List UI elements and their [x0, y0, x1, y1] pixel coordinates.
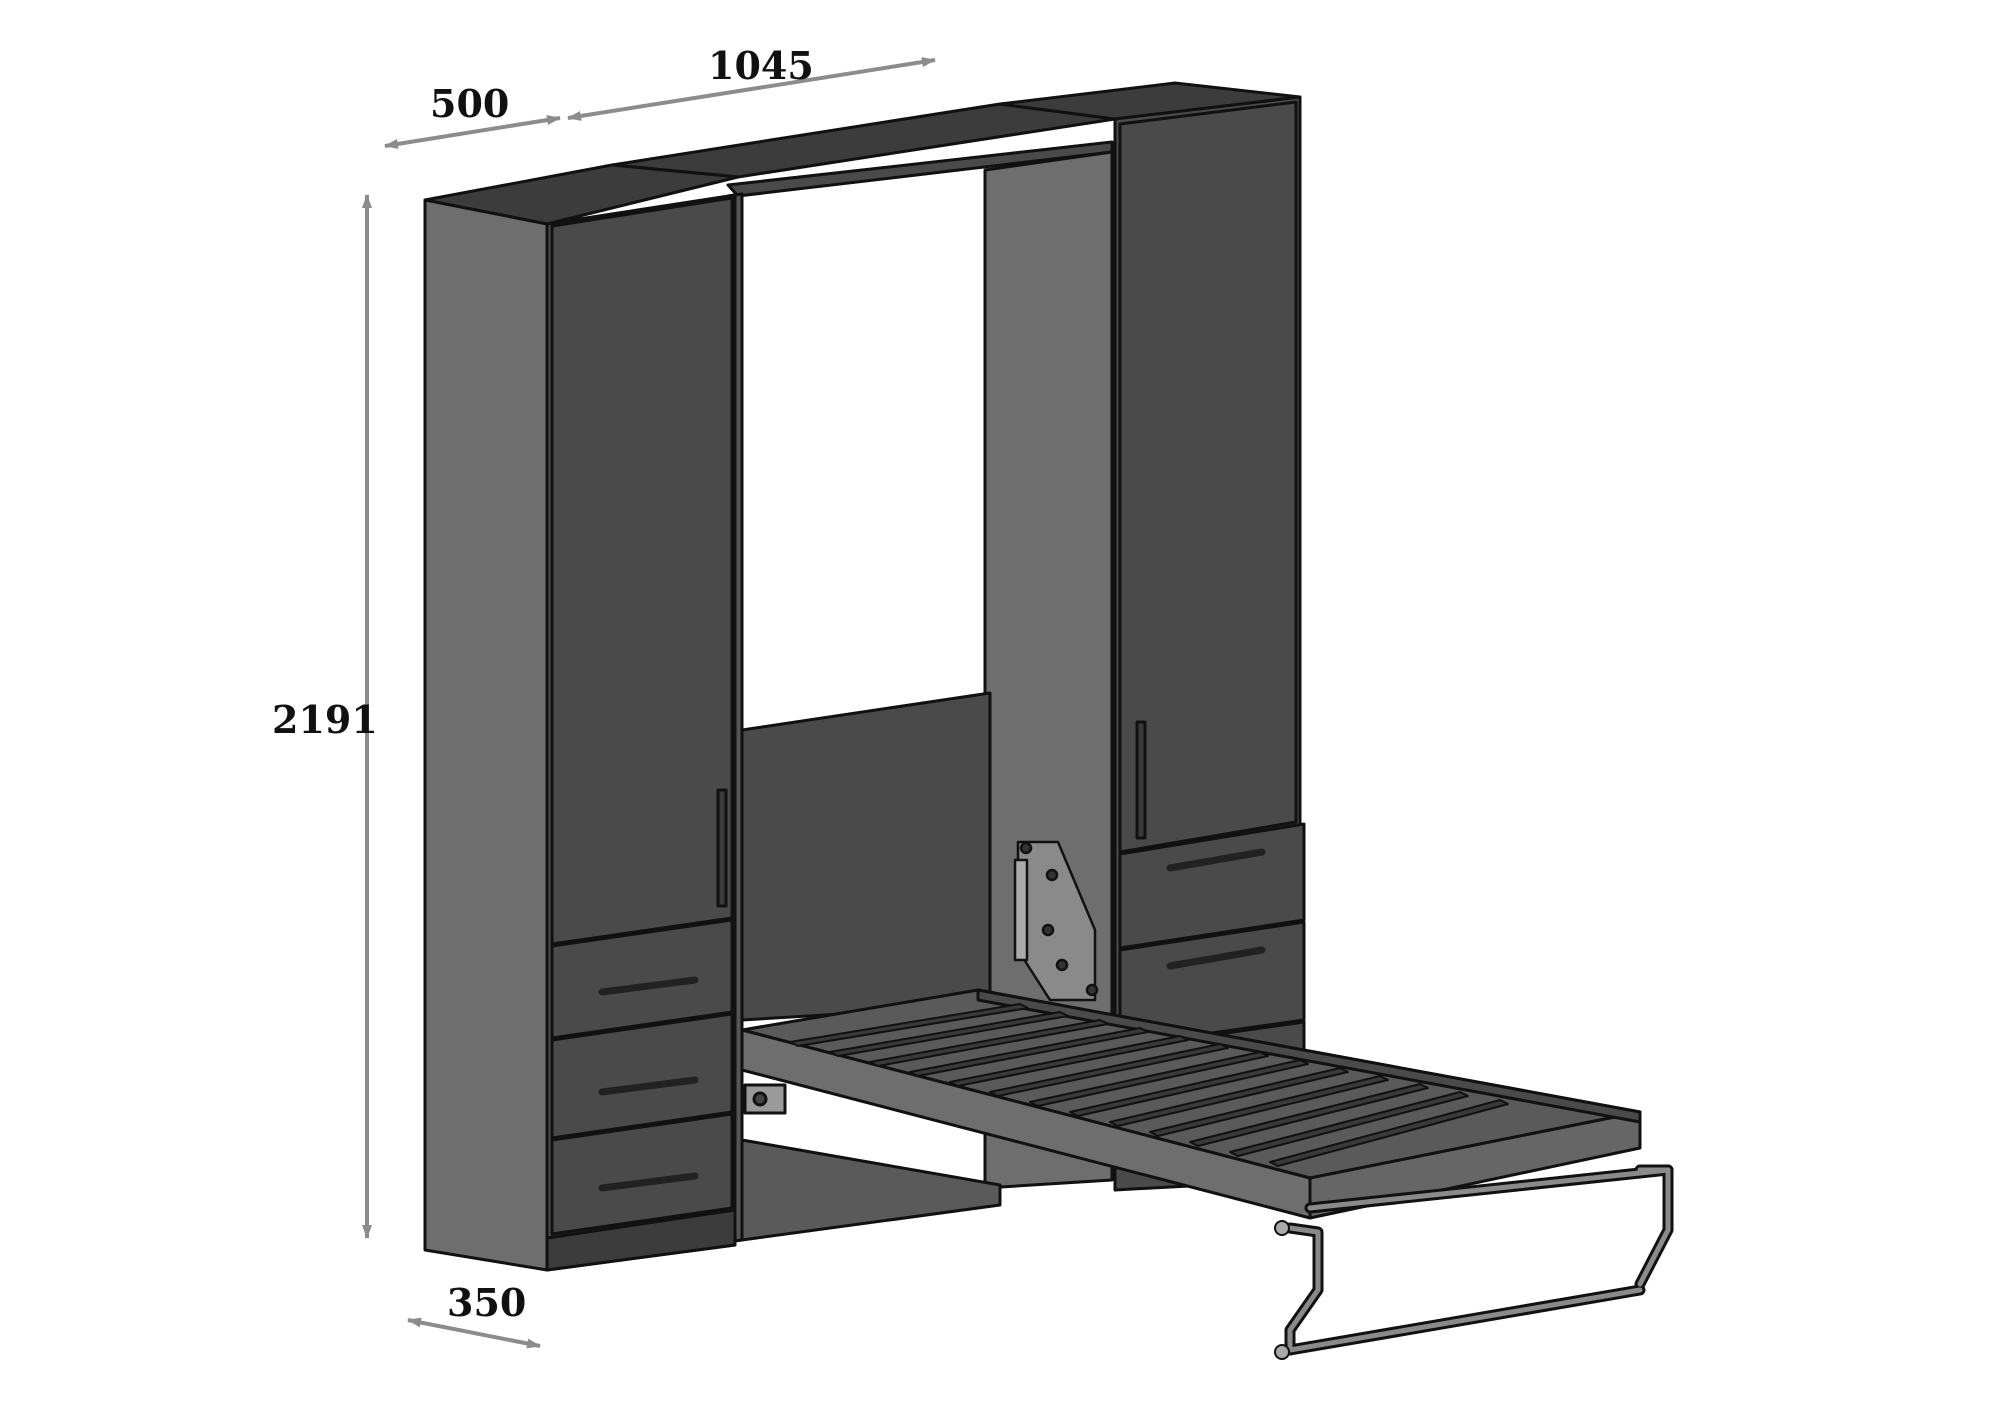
leg-end-cap — [1274, 1220, 1290, 1236]
left-drawer-3 — [550, 1112, 734, 1236]
lift-mechanism — [1013, 840, 1099, 1002]
right-tall-door — [1118, 100, 1298, 854]
leg-foot-cap — [1274, 1344, 1290, 1360]
left-drawer-3-handle — [598, 1172, 699, 1192]
width-1045-label: 1045 — [708, 43, 814, 88]
right-door-handle — [1135, 720, 1147, 840]
bed-slats — [789, 1003, 1509, 1167]
left-drawer-1 — [550, 918, 734, 1040]
width-1045-arrow — [567, 57, 936, 121]
width-500-label: 500 — [430, 81, 509, 126]
depth-350-label: 350 — [447, 1280, 526, 1325]
left-drawer-2-handle — [598, 1076, 699, 1096]
right-drawer-1-handle — [1166, 848, 1266, 872]
width-500-arrow — [384, 115, 561, 149]
left-door-handle — [716, 788, 728, 908]
bed-folding-leg-fill — [1287, 1167, 1671, 1353]
left-drawer-2 — [550, 1012, 734, 1140]
height-2191-label: 2191 — [272, 697, 378, 742]
fold-down-bed — [740, 988, 1642, 1220]
left-cabinet — [423, 163, 740, 1272]
dimension-annotations: 500 1045 2191 350 — [272, 43, 936, 1349]
depth-350-arrow — [407, 1317, 541, 1349]
left-tall-door — [550, 196, 734, 946]
right-drawer-2-handle — [1166, 946, 1266, 970]
left-drawer-1-handle — [598, 976, 699, 996]
